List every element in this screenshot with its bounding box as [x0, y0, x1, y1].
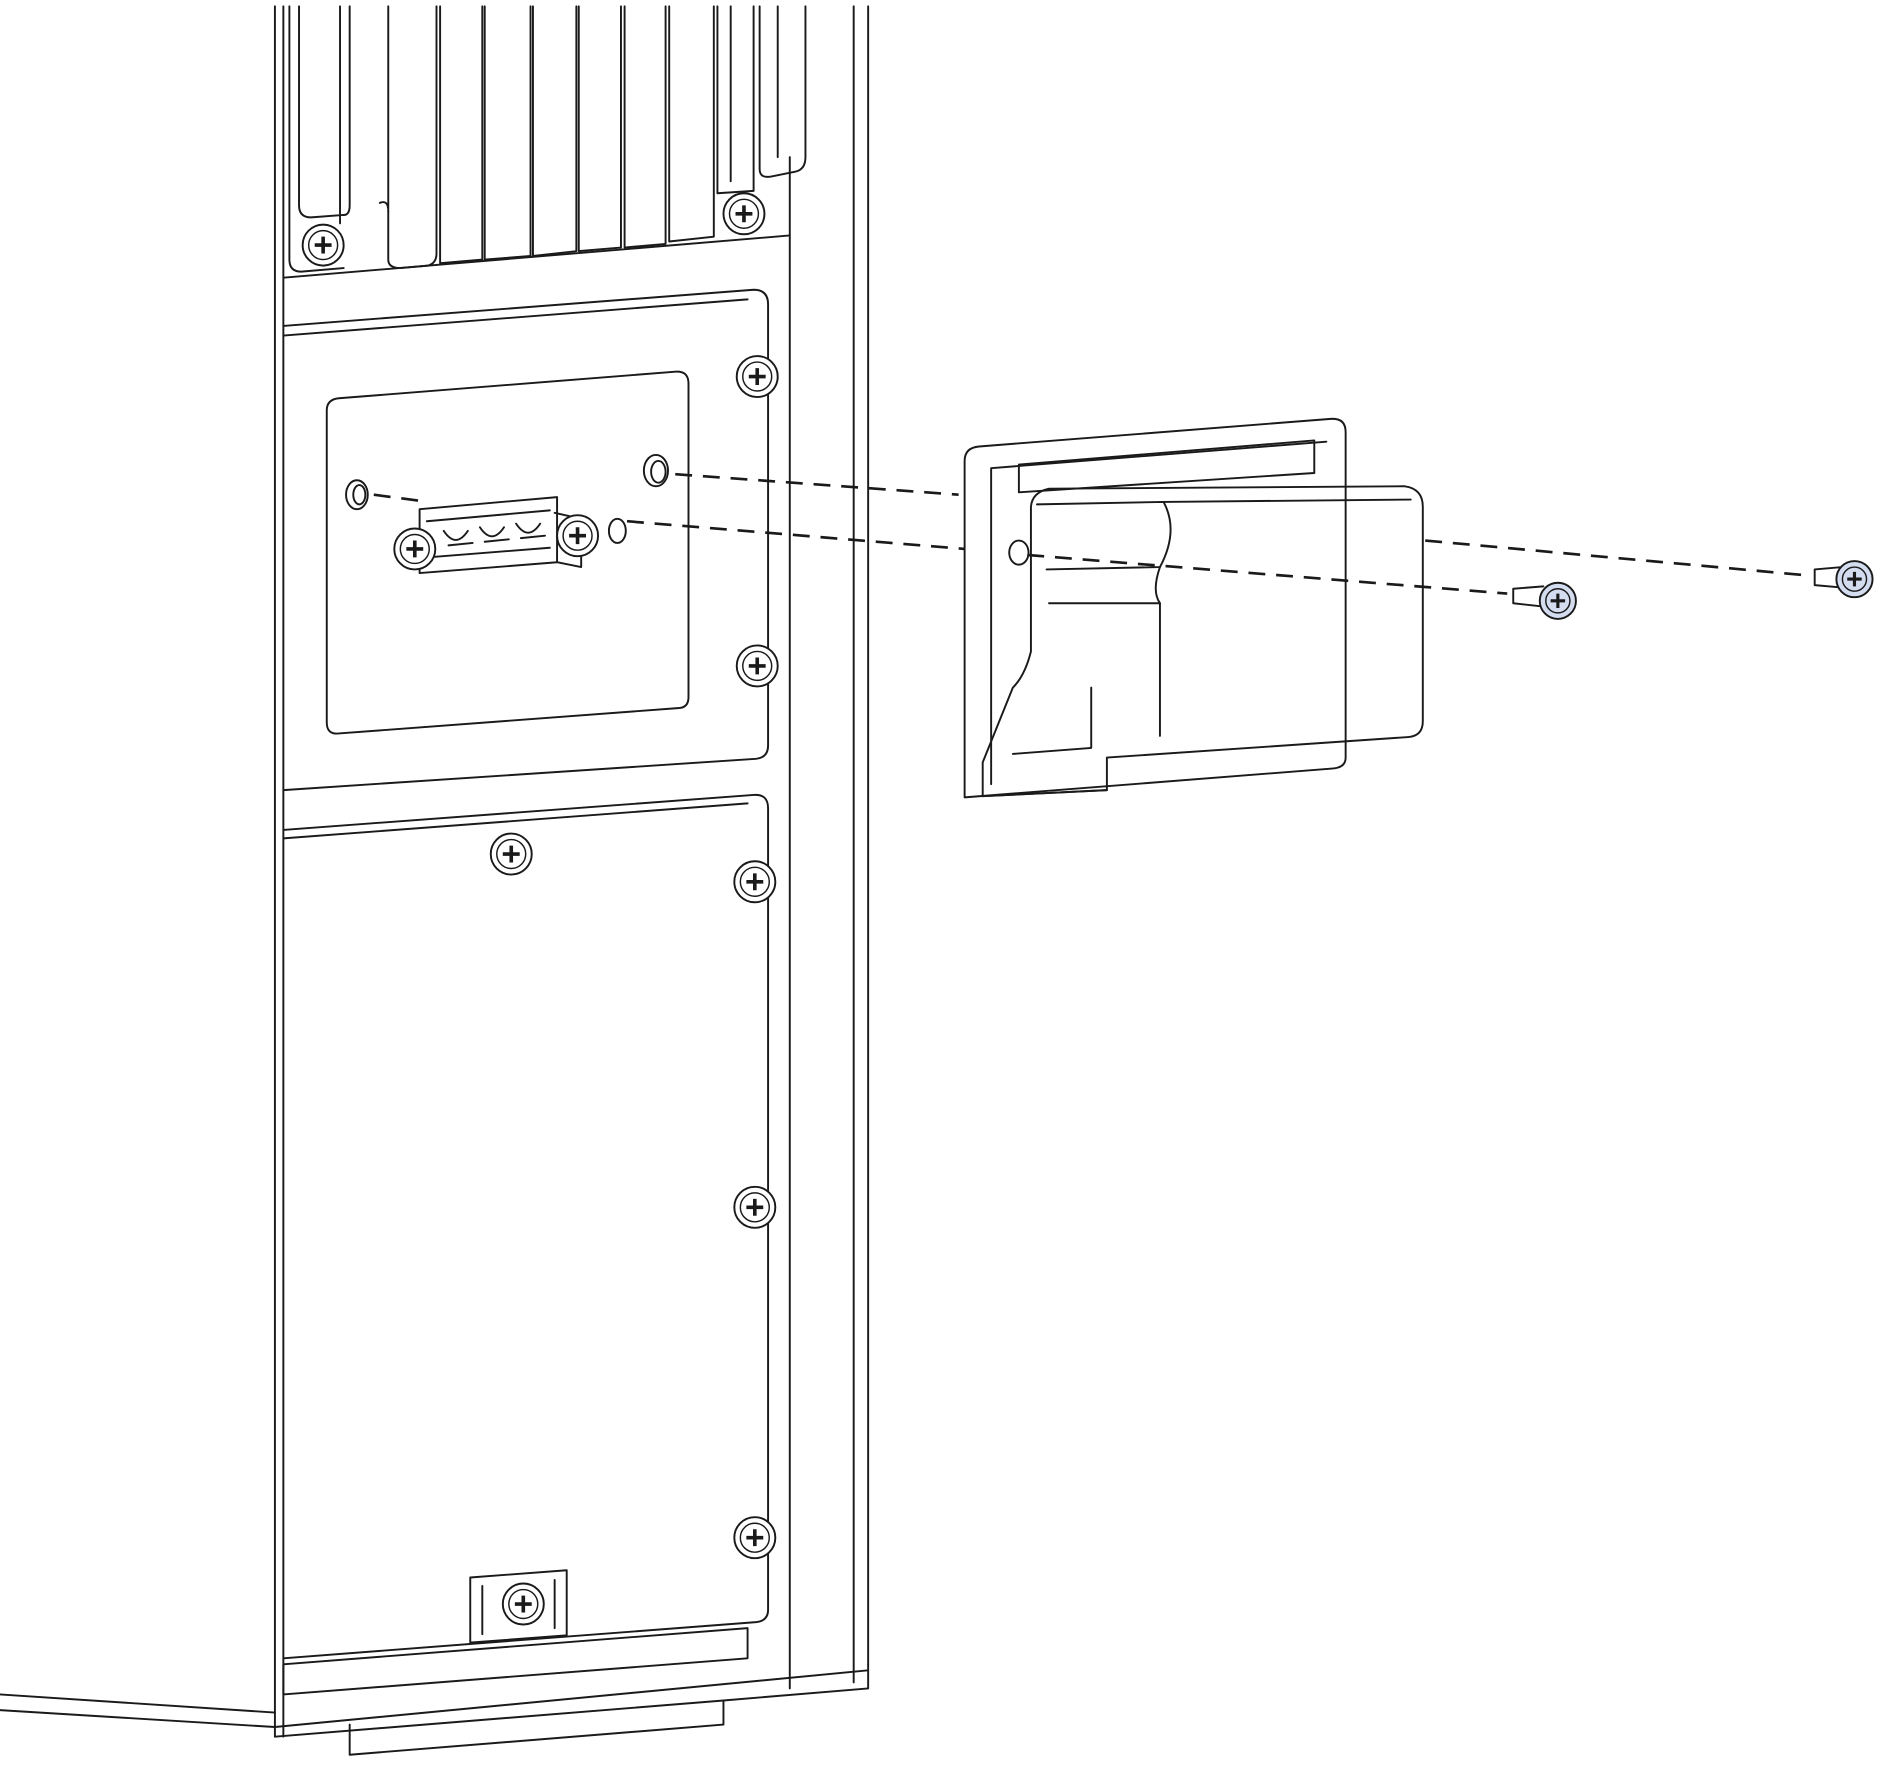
screw-icon [300, 222, 346, 268]
loose-screw [1512, 581, 1578, 621]
screw-icon [500, 1581, 546, 1627]
screw-icon [488, 831, 534, 877]
screw-icon [555, 513, 600, 559]
cable-clamp [469, 1569, 568, 1644]
lower-access-panel [282, 793, 770, 1660]
upper-access-panel [282, 288, 770, 792]
screw-icon [1834, 559, 1875, 599]
mounting-holes [345, 453, 669, 544]
screw-icon [734, 643, 780, 689]
screw-icon [732, 859, 778, 905]
screw-icon [1538, 581, 1578, 621]
connector-cover-bracket [963, 417, 1424, 799]
screw-icon [392, 526, 438, 572]
alignment-lines [373, 472, 1809, 595]
heatsink-fins [288, 5, 807, 273]
loose-screw [1813, 559, 1875, 599]
enclosure-unit [0, 5, 870, 1756]
screw-icon [721, 191, 767, 237]
screw-icon [732, 1185, 778, 1230]
screw-icon [732, 1515, 778, 1561]
screw-icon [734, 354, 780, 399]
